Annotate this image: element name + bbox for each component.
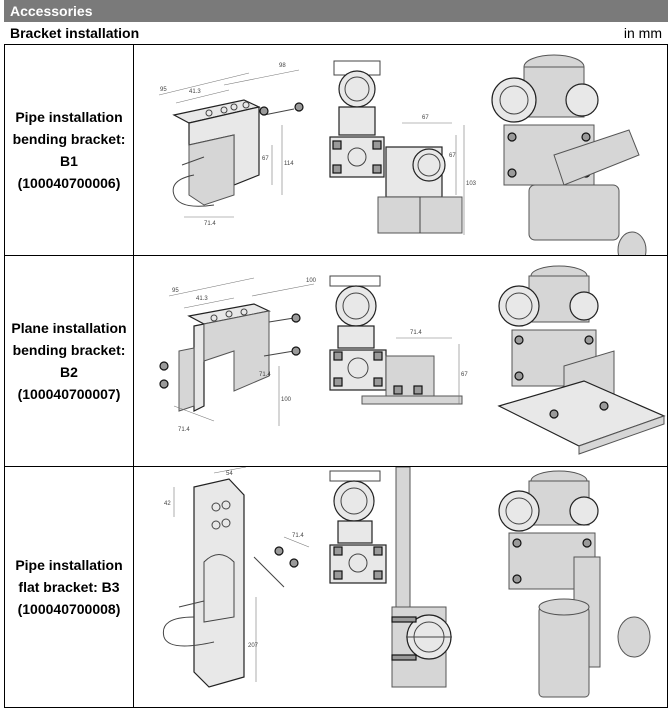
b1-3d-render xyxy=(491,54,647,255)
table-row: Pipe installation flat bracket: B3 (1000… xyxy=(5,467,667,708)
dim-label: 67 xyxy=(422,115,429,121)
dim-label: 71.4 xyxy=(292,533,304,539)
bracket-table: Pipe installation bending bracket: B1 (1… xyxy=(4,45,668,708)
subsection-title: Bracket installation xyxy=(10,25,140,41)
dim-label: 54 xyxy=(226,471,233,477)
drawing-panel: 54 42 71.4 207 xyxy=(134,467,667,707)
dim-label: 114 xyxy=(284,161,294,167)
dim-label: 95 xyxy=(160,87,167,93)
dim-label: 67 xyxy=(262,156,269,162)
b2-bracket-drawing: 95 41.3 100 71.4 100 71.4 xyxy=(159,277,317,433)
bracket-b3-label: Pipe installation flat bracket: B3 (1000… xyxy=(15,557,123,617)
dim-label: 71.4 xyxy=(410,330,422,336)
dim-label: 41.3 xyxy=(196,296,208,302)
b3-front-view-drawing xyxy=(329,467,452,688)
row-label: Plane installation bending bracket: B2 (… xyxy=(5,256,134,466)
dim-label: 71.4 xyxy=(259,372,271,378)
bracket-b2-label: Plane installation bending bracket: B2 (… xyxy=(11,320,127,402)
dim-label: 67 xyxy=(461,372,468,378)
dim-label: 100 xyxy=(306,278,317,284)
dim-label: 42 xyxy=(164,501,171,507)
section-header: Accessories xyxy=(4,0,668,22)
drawing-panel: 95 41.3 100 71.4 100 71.4 xyxy=(134,256,667,466)
bracket-b1-drawings: 95 41.3 98 67 114 71.4 xyxy=(158,54,647,255)
dim-label: 103 xyxy=(466,181,477,187)
dim-label: 98 xyxy=(279,63,286,69)
dim-label: 207 xyxy=(248,643,259,649)
b3-bracket-drawing: 54 42 71.4 207 xyxy=(162,467,310,688)
row-label: Pipe installation bending bracket: B1 (1… xyxy=(5,45,134,255)
bracket-b2-drawings: 95 41.3 100 71.4 100 71.4 xyxy=(159,265,666,455)
dim-label: 95 xyxy=(172,288,179,294)
unit-label: in mm xyxy=(623,25,662,41)
accessories-page: Accessories Bracket installation in mm P… xyxy=(4,0,668,708)
row-label: Pipe installation flat bracket: B3 (1000… xyxy=(5,467,134,707)
dim-label: 71.4 xyxy=(178,427,190,433)
b2-3d-render xyxy=(497,265,666,455)
bracket-b3-drawings: 54 42 71.4 207 xyxy=(162,467,651,698)
b3-3d-render xyxy=(498,470,651,698)
dim-label: 41.3 xyxy=(189,89,201,95)
b2-front-view-drawing: 71.4 67 xyxy=(329,275,468,405)
drawing-panel: 95 41.3 98 67 114 71.4 xyxy=(134,45,667,255)
b1-front-view-drawing: 67 67 103 xyxy=(329,60,477,235)
table-row: Pipe installation bending bracket: B1 (1… xyxy=(5,45,667,256)
bracket-b1-label: Pipe installation bending bracket: B1 (1… xyxy=(12,109,126,191)
table-row: Plane installation bending bracket: B2 (… xyxy=(5,256,667,467)
dim-label: 71.4 xyxy=(204,221,216,227)
subsection-header: Bracket installation in mm xyxy=(4,22,668,45)
dim-label: 100 xyxy=(281,397,292,403)
dim-label: 67 xyxy=(449,153,456,159)
b1-bracket-drawing: 95 41.3 98 67 114 71.4 xyxy=(158,63,304,227)
